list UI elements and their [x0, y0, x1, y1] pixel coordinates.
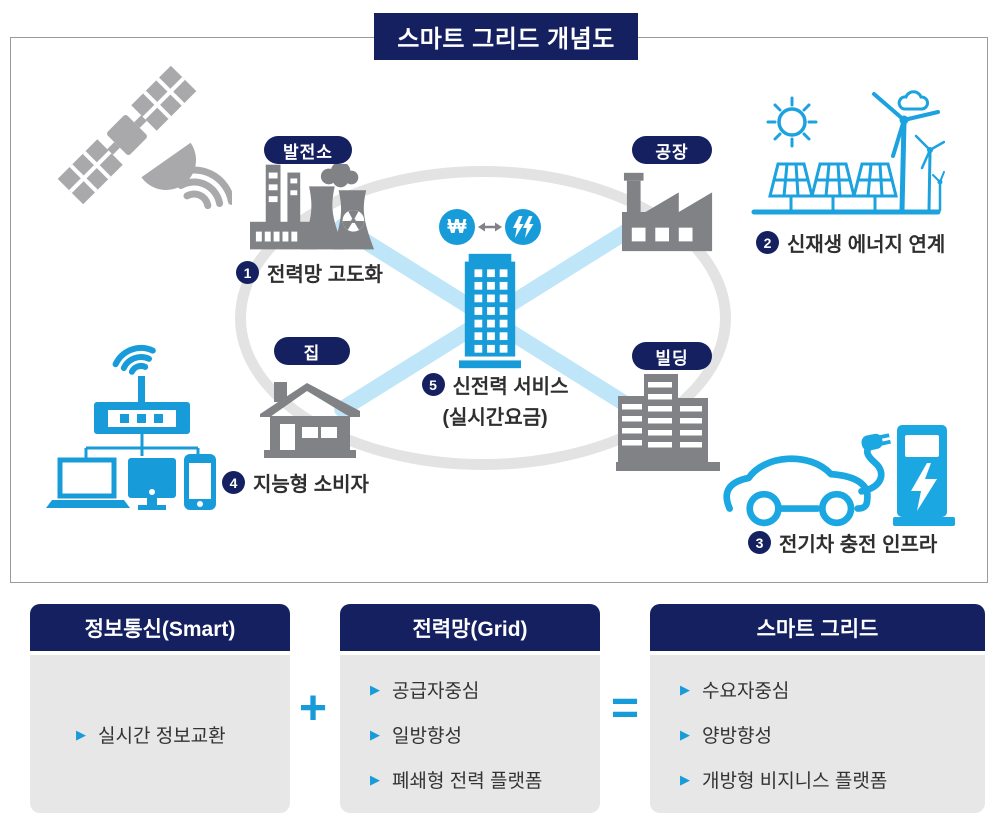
annotation-1: 1 전력망 고도화 — [236, 258, 383, 287]
network-ring — [235, 166, 731, 470]
list-item: ▶ 개방형 비지니스 플랫폼 — [680, 766, 985, 793]
list-item-text: 양방향성 — [702, 725, 772, 747]
list-item-text: 폐쇄형 전력 플랫폼 — [392, 770, 543, 792]
label-home-text: 집 — [303, 343, 321, 363]
list-item-text: 일방향성 — [392, 725, 462, 747]
annotation-5-text: 신전력 서비스 — [452, 376, 569, 398]
card-grid-header-text: 전력망(Grid) — [412, 617, 528, 641]
list-item: ▶ 수요자중심 — [680, 676, 985, 703]
list-item: ▶ 공급자중심 — [370, 676, 600, 703]
badge-2: 2 — [756, 231, 779, 254]
list-item-text: 실시간 정보교환 — [98, 725, 226, 747]
label-home: 집 — [274, 337, 350, 365]
list-item-text: 공급자중심 — [392, 680, 480, 702]
list-item: ▶ 실시간 정보교환 — [76, 721, 290, 748]
card-smart-header-text: 정보통신(Smart) — [84, 617, 236, 641]
list-item: ▶ 폐쇄형 전력 플랫폼 — [370, 766, 600, 793]
house-icon — [260, 382, 360, 458]
triangle-bullet-icon: ▶ — [370, 771, 380, 787]
annotation-3-text: 전기차 충전 인프라 — [779, 534, 938, 556]
triangle-bullet-icon: ▶ — [370, 681, 380, 697]
satellite-icon — [57, 65, 232, 210]
triangle-bullet-icon: ▶ — [370, 726, 380, 742]
renewables-icon — [751, 90, 945, 215]
label-factory: 공장 — [632, 136, 712, 164]
triangle-bullet-icon: ▶ — [76, 726, 86, 742]
won-symbol: ₩ — [447, 215, 467, 238]
card-smartgrid-header-text: 스마트 그리드 — [756, 617, 879, 641]
badge-5: 5 — [421, 373, 445, 396]
list-item-text: 수요자중심 — [702, 680, 790, 702]
card-smart-header: 정보통신(Smart) — [30, 604, 290, 651]
ev-car-icon — [723, 433, 891, 527]
factory-icon — [622, 172, 713, 252]
annotation-5: 5 신전력 서비스 (실시간요금) — [395, 370, 595, 430]
label-building-text: 빌딩 — [655, 348, 689, 368]
annotation-4-text: 지능형 소비자 — [253, 474, 369, 496]
center-building-icon — [459, 253, 521, 369]
list-item: ▶ 양방향성 — [680, 721, 985, 748]
triangle-bullet-icon: ▶ — [680, 771, 690, 787]
power-plant-icon — [250, 164, 375, 250]
card-grid-body: ▶ 공급자중심 ▶ 일방향성 ▶ 폐쇄형 전력 플랫폼 — [340, 655, 600, 813]
network-devices-icon — [46, 345, 216, 510]
card-smart-body: ▶ 실시간 정보교환 — [30, 655, 290, 813]
list-item-text: 개방형 비지니스 플랫폼 — [702, 770, 888, 792]
exchange-arrow-icon — [478, 222, 502, 232]
card-grid-header: 전력망(Grid) — [340, 604, 600, 651]
triangle-bullet-icon: ▶ — [680, 726, 690, 742]
annotation-5-text2: (실시간요금) — [442, 407, 548, 429]
page-title: 스마트 그리드 개념도 — [374, 13, 638, 60]
triangle-bullet-icon: ▶ — [680, 681, 690, 697]
card-smartgrid-header: 스마트 그리드 — [650, 604, 985, 651]
charging-station-icon — [893, 425, 955, 526]
annotation-2-text: 신재생 에너지 연계 — [787, 234, 946, 256]
annotation-4: 4 지능형 소비자 — [222, 468, 369, 497]
badge-1: 1 — [236, 261, 259, 284]
lightning-circle-icon — [505, 209, 541, 245]
won-circle-icon: ₩ — [439, 209, 475, 245]
card-smartgrid-body: ▶ 수요자중심 ▶ 양방향성 ▶ 개방형 비지니스 플랫폼 — [650, 655, 985, 813]
annotation-3: 3 전기차 충전 인프라 — [748, 528, 937, 557]
list-item: ▶ 일방향성 — [370, 721, 600, 748]
label-building: 빌딩 — [632, 342, 712, 370]
annotation-2: 2 신재생 에너지 연계 — [756, 228, 945, 257]
plus-operator: + — [298, 682, 328, 735]
buildings-icon — [616, 374, 720, 471]
annotation-1-text: 전력망 고도화 — [267, 264, 383, 286]
equals-operator: = — [610, 682, 640, 735]
badge-4: 4 — [222, 471, 245, 494]
label-power-plant: 발전소 — [264, 136, 352, 164]
label-factory-text: 공장 — [655, 142, 689, 162]
label-power-plant-text: 발전소 — [283, 142, 333, 162]
badge-3: 3 — [748, 531, 771, 554]
